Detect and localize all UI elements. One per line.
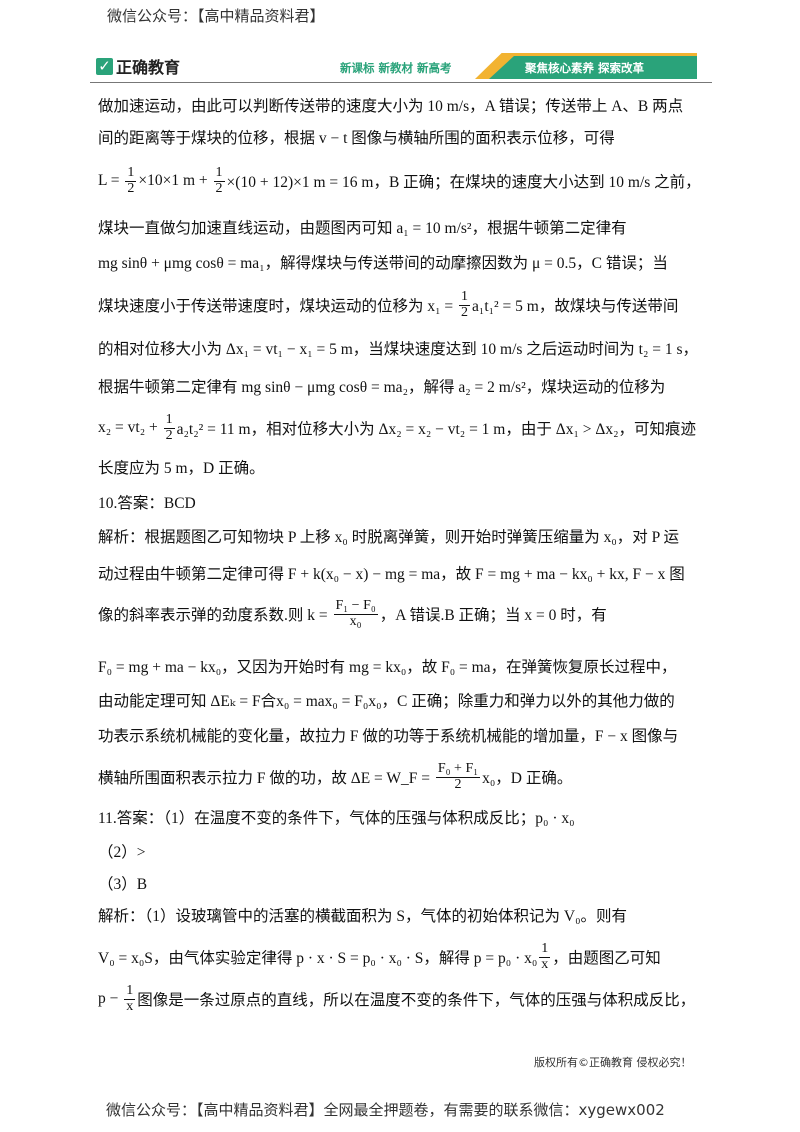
banner-background xyxy=(489,56,697,79)
text-segment: 间的距离等于煤块的位移，根据 v − t 图像与横轴所围的面积表示位移，可得 xyxy=(98,130,615,147)
text-segment: L = xyxy=(98,172,124,189)
numerator: F₀ + F₁ xyxy=(435,760,481,778)
text-line: （3）B xyxy=(98,868,147,898)
text-segment: 解析：（1）设玻璃管中的活塞的横截面积为 S，气体的初始体积记为 V₀。则有 xyxy=(98,908,627,925)
text-line: 做加速运动，由此可以判断传送带的速度大小为 10 m/s，A 错误；传送带上 A… xyxy=(98,90,683,120)
banner-text: 聚焦核心素养 探索改革 xyxy=(525,61,645,75)
denominator: x xyxy=(126,998,134,1014)
numerator: F₁ − F₀ xyxy=(333,597,378,615)
text-segment: F₀ = mg + ma − kx₀，又因为开始时有 mg = kx₀，故 F₀… xyxy=(98,659,677,676)
text-segment: 煤块一直做匀加速直线运动，由题图丙可知 a₁ = 10 m/s²，根据牛顿第二定… xyxy=(98,220,627,237)
text-segment: 动过程由牛顿第二定律可得 F + k(x₀ − x) − mg = ma，故 F… xyxy=(98,566,685,583)
text-line: 煤块一直做匀加速直线运动，由题图丙可知 a₁ = 10 m/s²，根据牛顿第二定… xyxy=(98,212,627,242)
numerator: 1 xyxy=(459,288,471,306)
text-segment: 由动能定理可知 ΔEₖ = F合x₀ = max₀ = F₀x₀，C 正确；除重… xyxy=(98,693,675,710)
numerator: 1 xyxy=(124,982,136,1000)
numerator: 1 xyxy=(125,164,137,182)
text-line: F₀ = mg + ma − kx₀，又因为开始时有 mg = kx₀，故 F₀… xyxy=(98,651,677,681)
text-line: 间的距离等于煤块的位移，根据 v − t 图像与横轴所围的面积表示位移，可得 xyxy=(98,122,615,152)
text-segment: （2）> xyxy=(98,844,146,861)
text-segment: 图像是一条过原点的直线，所以在温度不变的条件下，气体的压强与体积成反比， xyxy=(137,992,696,1009)
text-line: 的相对位移大小为 Δx₁ = vt₁ − x₁ = 5 m，当煤块速度达到 10… xyxy=(98,333,698,363)
text-segment: V₀ = x₀S，由气体实验定律得 p · x · S = p₀ · x₀ · … xyxy=(98,950,538,967)
text-line: 10.答案：BCD xyxy=(98,487,196,517)
text-segment: mg sinθ + μmg cosθ = ma₁，解得煤块与传送带间的动摩擦因数… xyxy=(98,255,668,272)
text-segment: 像的斜率表示弹的劲度系数.则 k = xyxy=(98,607,332,624)
denominator: x₀ xyxy=(349,613,362,629)
denominator: 2 xyxy=(165,427,173,443)
numerator: 1 xyxy=(539,940,551,958)
text-segment: a₂t₂² = 11 m，相对位移大小为 Δx₂ = x₂ − vt₂ = 1 … xyxy=(176,421,696,438)
banner: 聚焦核心素养 探索改革 xyxy=(475,53,697,79)
text-segment: 功表示系统机械能的变化量，故拉力 F 做的功等于系统机械能的增加量，F − x … xyxy=(98,728,679,745)
denominator: 2 xyxy=(454,776,462,792)
text-segment: 10.答案：BCD xyxy=(98,495,196,512)
text-segment: 根据牛顿第二定律有 mg sinθ − μmg cosθ = ma₂，解得 a₂… xyxy=(98,379,666,396)
text-line: （2）> xyxy=(98,836,146,866)
text-line: mg sinθ + μmg cosθ = ma₁，解得煤块与传送带间的动摩擦因数… xyxy=(98,247,668,277)
text-segment: （3）B xyxy=(98,876,148,893)
text-line: 根据牛顿第二定律有 mg sinθ − μmg cosθ = ma₂，解得 a₂… xyxy=(98,371,665,401)
text-segment: 横轴所围面积表示拉力 F 做的功，故 ΔE = W_F = xyxy=(98,770,434,787)
denominator: x xyxy=(541,956,549,972)
text-segment: 的相对位移大小为 Δx₁ = vt₁ − x₁ = 5 m，当煤块速度达到 10… xyxy=(98,341,699,358)
text-segment: ，A 错误.B 正确；当 x = 0 时，有 xyxy=(379,607,607,624)
logo-text: 正确教育 xyxy=(116,58,181,77)
text-line: V₀ = x₀S，由气体实验定律得 p · x · S = p₀ · x₀ · … xyxy=(98,940,661,972)
numerator: 1 xyxy=(163,411,175,429)
watermark-top: 微信公众号：【高中精品资料君】 xyxy=(107,7,325,25)
text-segment: x₀，D 正确。 xyxy=(482,770,573,787)
text-line: 长度应为 5 m，D 正确。 xyxy=(98,452,265,482)
text-segment: ，由题图乙可知 xyxy=(552,950,661,967)
text-line: 由动能定理可知 ΔEₖ = F合x₀ = max₀ = F₀x₀，C 正确；除重… xyxy=(98,685,675,715)
text-line: 解析：（1）设玻璃管中的活塞的横截面积为 S，气体的初始体积记为 V₀。则有 xyxy=(98,900,627,930)
text-segment: ×10×1 m + xyxy=(138,172,212,189)
denominator: 2 xyxy=(127,180,135,196)
text-segment: 11.答案：（1）在温度不变的条件下，气体的压强与体积成反比；p₀ · x₀ xyxy=(98,810,575,827)
denominator: 2 xyxy=(461,304,469,320)
text-line: 11.答案：（1）在温度不变的条件下，气体的压强与体积成反比；p₀ · x₀ xyxy=(98,802,575,832)
text-segment: 解析：根据题图乙可知物块 P 上移 x₀ 时脱离弹簧，则开始时弹簧压缩量为 x₀… xyxy=(98,529,680,546)
text-segment: a₁t₁² = 5 m，故煤块与传送带间 xyxy=(472,298,679,315)
watermark-bottom: 微信公众号：【高中精品资料君】全网最全押题卷，有需要的联系微信：xygewx00… xyxy=(106,1101,665,1119)
text-segment: 煤块速度小于传送带速度时，煤块运动的位移为 x₁ = xyxy=(98,298,458,315)
text-line: 动过程由牛顿第二定律可得 F + k(x₀ − x) − mg = ma，故 F… xyxy=(98,558,685,588)
copyright: 版权所有©正确教育 侵权必究！ xyxy=(534,1056,692,1069)
text-segment: ×(10 + 12)×1 m = 16 m，B 正确；在煤块的速度大小达到 10… xyxy=(226,174,701,191)
check-icon: ✓ xyxy=(96,57,113,75)
page-header: ✓ 正确教育 新课标 新教材 新高考 聚焦核心素养 探索改革 xyxy=(90,52,712,83)
text-line: 功表示系统机械能的变化量，故拉力 F 做的功等于系统机械能的增加量，F − x … xyxy=(98,720,678,750)
denominator: 2 xyxy=(215,180,223,196)
numerator: 1 xyxy=(213,164,225,182)
logo: ✓ 正确教育 xyxy=(96,54,180,78)
text-segment: 长度应为 5 m，D 正确。 xyxy=(98,460,265,477)
slogan: 新课标 新教材 新高考 xyxy=(340,61,452,75)
text-segment: 做加速运动，由此可以判断传送带的速度大小为 10 m/s，A 错误；传送带上 A… xyxy=(98,98,684,115)
text-segment: x₂ = vt₂ + xyxy=(98,419,162,436)
text-line: 解析：根据题图乙可知物块 P 上移 x₀ 时脱离弹簧，则开始时弹簧压缩量为 x₀… xyxy=(98,521,679,551)
text-segment: p − xyxy=(98,990,123,1007)
